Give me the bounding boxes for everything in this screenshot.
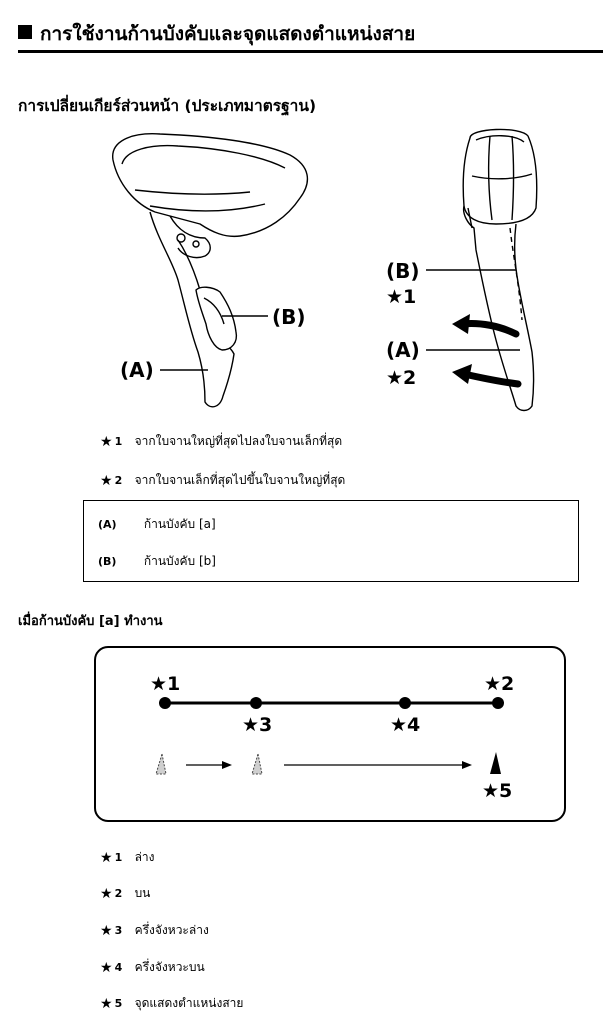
- position-label-1: ★1: [150, 673, 180, 695]
- indicator-dotted-icon: [251, 753, 263, 775]
- label-star1-right: ★1: [386, 286, 416, 308]
- position-dot-3: [250, 697, 262, 709]
- section-heading-lever-a: เมื่อก้านบังคับ [a] ทำงาน: [18, 614, 163, 629]
- position-label-5: ★5: [482, 780, 512, 802]
- note-star2: ★ 2 จากใบจานเล็กที่สุดไปขึ้นใบจานใหญ่ที่…: [100, 472, 346, 489]
- lever-side-view: [112, 133, 309, 408]
- position-diagram-box: [94, 646, 566, 822]
- label-b-left: (B): [272, 305, 306, 329]
- lever-diagram: (A) (B) (B) ★1 (A) ★2: [112, 128, 538, 412]
- note-bottom-4: ★ 4 ครึ่งจังหวะบน: [100, 959, 205, 976]
- legend-row-a: (A) ก้านบังคับ [a]: [98, 517, 216, 531]
- legend-box: (A) ก้านบังคับ [a] (B) ก้านบังคับ [b]: [83, 500, 579, 582]
- position-label-4: ★4: [390, 714, 420, 736]
- arrow-star1: [458, 320, 520, 338]
- title-square-icon: [18, 25, 32, 39]
- position-label-3: ★3: [242, 714, 272, 736]
- arrow-right-icon: [462, 761, 472, 769]
- arrow-right-icon: [222, 761, 232, 769]
- label-a-right: (A): [386, 338, 420, 362]
- legend-row-b: (B) ก้านบังคับ [b]: [98, 554, 216, 568]
- page-title-row: การใช้งานก้านบังคับและจุดแสดงตำแหน่งสาย: [18, 14, 603, 53]
- note-bottom-1: ★ 1 ล่าง: [100, 849, 155, 866]
- title-divider: [18, 50, 603, 53]
- position-dot-4: [399, 697, 411, 709]
- lever-front-view: [462, 128, 538, 412]
- note-bottom-5: ★ 5 จุดแสดงตำแหน่งสาย: [100, 995, 244, 1012]
- note-bottom-3: ★ 3 ครึ่งจังหวะล่าง: [100, 922, 209, 939]
- indicator-dotted-icon: [155, 753, 167, 775]
- note-star1: ★ 1 จากใบจานใหญ่ที่สุดไปลงใบจานเล็กที่สุ…: [100, 433, 343, 450]
- position-dot-2: [492, 697, 504, 709]
- label-b-right: (B): [386, 259, 420, 283]
- label-star2-right: ★2: [386, 367, 416, 389]
- arrow-star2: [460, 370, 522, 388]
- page-title: การใช้งานก้านบังคับและจุดแสดงตำแหน่งสาย: [40, 23, 416, 45]
- label-a-left: (A): [120, 358, 154, 382]
- position-label-2: ★2: [484, 673, 514, 695]
- position-diagram: ★1 ★2 ★3 ★4 ★5: [150, 673, 514, 802]
- section-heading-front-shifting: การเปลี่ยนเกียร์ส่วนหน้า (ประเภทมาตรฐาน): [18, 97, 317, 115]
- note-bottom-2: ★ 2 บน: [100, 885, 151, 902]
- position-dot-1: [159, 697, 171, 709]
- indicator-solid-icon: [490, 752, 501, 774]
